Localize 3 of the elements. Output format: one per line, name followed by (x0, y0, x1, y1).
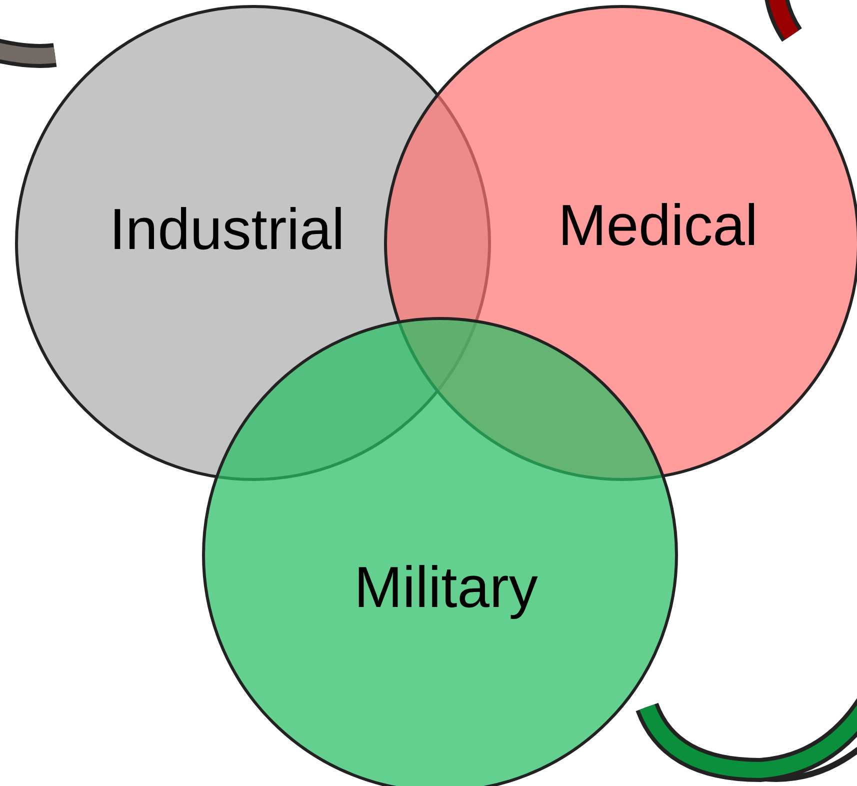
circle-label: Medical (558, 197, 758, 255)
circle-label: Military (354, 559, 538, 617)
circle-label: Industrial (109, 201, 345, 259)
